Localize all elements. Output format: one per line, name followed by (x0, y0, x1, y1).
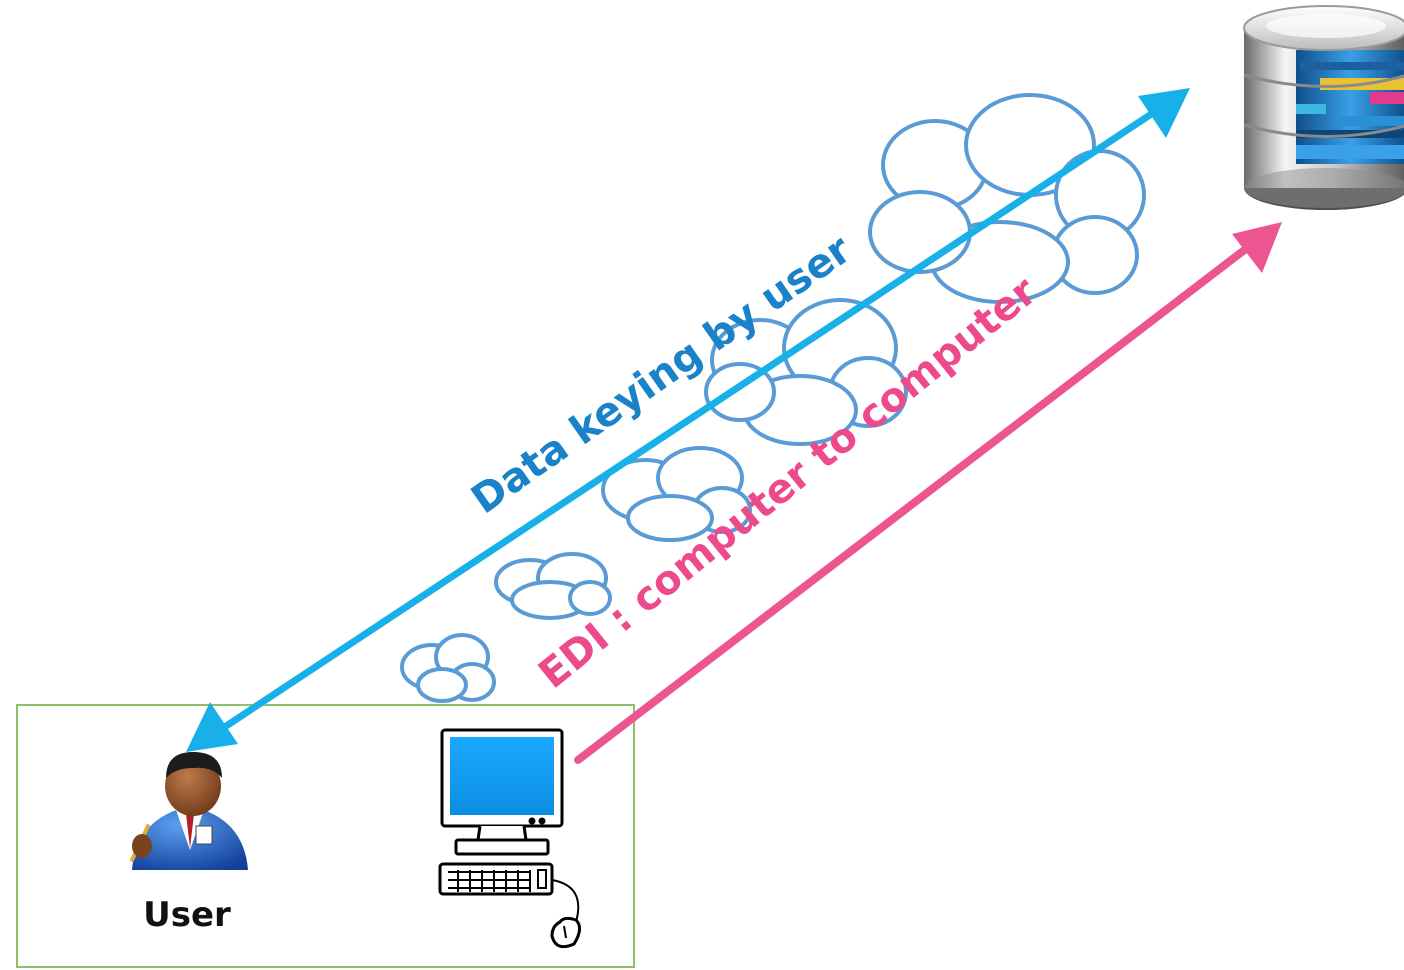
computer-icon (438, 728, 581, 949)
cloud-icon (494, 552, 612, 620)
manual-keying-arrow (186, 88, 1190, 752)
cloud-icon (704, 298, 908, 446)
cloud-icon (400, 633, 496, 703)
user-icon (130, 752, 248, 870)
user-label: User (143, 895, 231, 935)
edi-arrow (574, 222, 1282, 764)
cloud-icon (601, 446, 752, 542)
workstation-box (16, 704, 635, 968)
database-icon (1243, 5, 1404, 210)
